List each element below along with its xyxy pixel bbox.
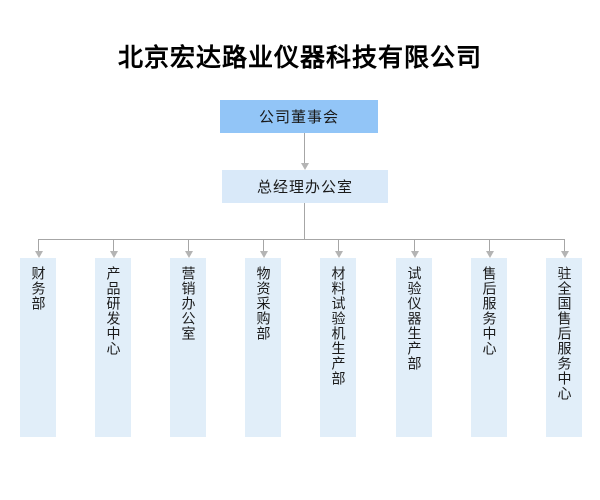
connector-office-to-bus [304,203,305,239]
department-label: 财务部 [30,266,47,311]
connector-bus-to-department [564,239,565,251]
department-label: 营销办公室 [180,266,197,341]
connector-bus-to-department [338,239,339,251]
department-label: 物资采购部 [255,266,272,341]
connector-board-to-office [304,133,305,164]
department-label: 产品研发中心 [105,266,122,356]
arrow-bus-to-department-icon [259,251,268,258]
connector-bus-to-department [113,239,114,251]
arrow-bus-to-department-icon [485,251,494,258]
department-label: 驻全国售后服务中心 [556,266,573,401]
node-department[interactable]: 售后服务中心 [471,258,507,437]
connector-horizontal-bus [38,239,565,240]
department-label: 售后服务中心 [481,266,498,356]
connector-bus-to-department [38,239,39,251]
node-department[interactable]: 物资采购部 [245,258,281,437]
node-department[interactable]: 营销办公室 [170,258,206,437]
department-label: 材料试验机生产部 [330,266,347,386]
node-department[interactable]: 财务部 [20,258,56,437]
page-title: 北京宏达路业仪器科技有限公司 [117,45,482,72]
arrow-board-to-office-icon [300,163,309,170]
arrow-bus-to-department-icon [184,251,193,258]
department-label: 试验仪器生产部 [406,266,423,371]
arrow-bus-to-department-icon [34,251,43,258]
node-department[interactable]: 试验仪器生产部 [396,258,432,437]
connector-bus-to-department [263,239,264,251]
connector-bus-to-department [188,239,189,251]
node-department[interactable]: 驻全国售后服务中心 [546,258,582,437]
node-board-of-directors[interactable]: 公司董事会 [220,100,378,133]
node-department[interactable]: 材料试验机生产部 [320,258,356,437]
node-department[interactable]: 产品研发中心 [95,258,131,437]
connector-bus-to-department [414,239,415,251]
node-general-manager-office[interactable]: 总经理办公室 [222,170,388,203]
arrow-bus-to-department-icon [410,251,419,258]
arrow-bus-to-department-icon [334,251,343,258]
arrow-bus-to-department-icon [560,251,569,258]
connector-bus-to-department [489,239,490,251]
arrow-bus-to-department-icon [109,251,118,258]
